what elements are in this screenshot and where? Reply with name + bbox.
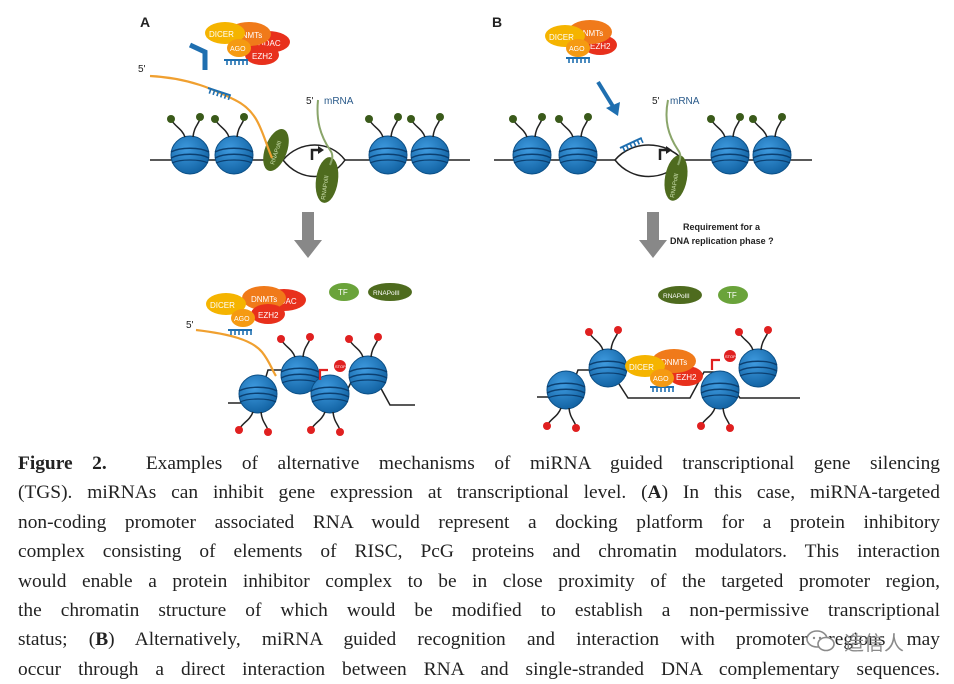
caption-label: Figure 2. xyxy=(18,453,107,474)
nucleosome xyxy=(214,135,254,175)
down-arrow xyxy=(639,212,667,258)
stop-sign xyxy=(334,360,346,372)
tf-ellipse xyxy=(329,283,359,301)
protein-complex: HDAC DNMTs DICER EZH2 AGO xyxy=(206,286,306,336)
svg-text:EZH2: EZH2 xyxy=(590,42,611,51)
svg-text:STOP: STOP xyxy=(725,354,736,359)
mrna-label: mRNA xyxy=(670,96,700,107)
requirement-text: DNA replication phase ? xyxy=(670,236,774,246)
rnapol-ellipse xyxy=(664,155,688,201)
wechat-icon xyxy=(806,629,836,653)
svg-text:EZH2: EZH2 xyxy=(258,311,279,320)
five-prime-label: 5' xyxy=(186,320,194,331)
svg-text:AGO: AGO xyxy=(234,316,250,323)
panel-a-letter: A xyxy=(140,14,150,30)
five-prime-label: 5' xyxy=(652,96,660,107)
down-arrow xyxy=(294,212,322,258)
rnapol-label: RNAPolII xyxy=(670,173,680,199)
five-prime-label: 5' xyxy=(138,64,146,75)
requirement-text: Requirement for a xyxy=(683,222,761,232)
tf-ellipse xyxy=(718,286,748,304)
panel-a-bottom: STOP 5' HDAC DNMTs DICER EZH2 AGO TF RNA… xyxy=(186,283,415,437)
rnapol-label: RNAPolII xyxy=(663,293,690,300)
panel-b-top: RNAPolII 5' mRNA EZH2 DNMTs DICER AGO xyxy=(494,20,812,201)
tf-label: TF xyxy=(338,288,348,297)
svg-text:DNMTs: DNMTs xyxy=(236,31,262,40)
svg-text:DICER: DICER xyxy=(209,30,234,39)
svg-text:DNMTs: DNMTs xyxy=(577,29,603,38)
panel-b-bottom: STOP EZH2 DNMTs DICER AGO RNAPolII TF xyxy=(537,286,800,433)
svg-text:HDAC: HDAC xyxy=(274,297,297,306)
nucleosome xyxy=(410,135,450,175)
svg-text:AGO: AGO xyxy=(653,376,669,383)
svg-text:DICER: DICER xyxy=(629,363,654,372)
panel-b-letter: B xyxy=(492,14,502,30)
mrna-label: mRNA xyxy=(324,96,354,107)
watermark: 造信人 xyxy=(806,620,946,662)
svg-text:EZH2: EZH2 xyxy=(676,373,697,382)
svg-text:DNMTs: DNMTs xyxy=(251,295,277,304)
protein-complex: HDAC DNMTs DICER EZH2 AGO xyxy=(205,22,290,66)
rnapol-label: RNAPolII xyxy=(373,290,400,297)
svg-text:EZH2: EZH2 xyxy=(252,52,273,61)
stop-sign xyxy=(724,350,736,362)
protein-complex: EZH2 DNMTs DICER AGO xyxy=(625,349,703,387)
rnapol-label: RNAPolII xyxy=(321,175,330,201)
svg-text:DICER: DICER xyxy=(210,301,235,310)
rnapol-ellipse xyxy=(658,286,702,304)
protein-complex: EZH2 DNMTs DICER AGO xyxy=(545,20,617,64)
svg-text:DICER: DICER xyxy=(549,33,574,42)
svg-text:AGO: AGO xyxy=(569,46,585,53)
watermark-text: 造信人 xyxy=(844,630,904,655)
svg-text:DNMTs: DNMTs xyxy=(661,358,687,367)
rnapol-ellipse xyxy=(263,128,289,172)
five-prime-label: 5' xyxy=(306,96,314,107)
figure-illustration: A B RNAPolII RNAPolII 5' 5' mRNA xyxy=(138,14,812,437)
nucleosome xyxy=(368,135,408,175)
nucleosome xyxy=(170,135,210,175)
rnapol-ellipse xyxy=(368,283,412,301)
rnapol-ellipse xyxy=(315,157,339,203)
svg-text:STOP: STOP xyxy=(335,364,346,369)
svg-text:HDAC: HDAC xyxy=(258,39,281,48)
svg-text:AGO: AGO xyxy=(230,46,246,53)
tf-label: TF xyxy=(727,291,737,300)
panel-a-top: RNAPolII RNAPolII 5' 5' mRNA HDAC DNMTs … xyxy=(138,22,470,203)
figure-caption: Figure 2. Examples of alternative mechan… xyxy=(18,453,940,680)
